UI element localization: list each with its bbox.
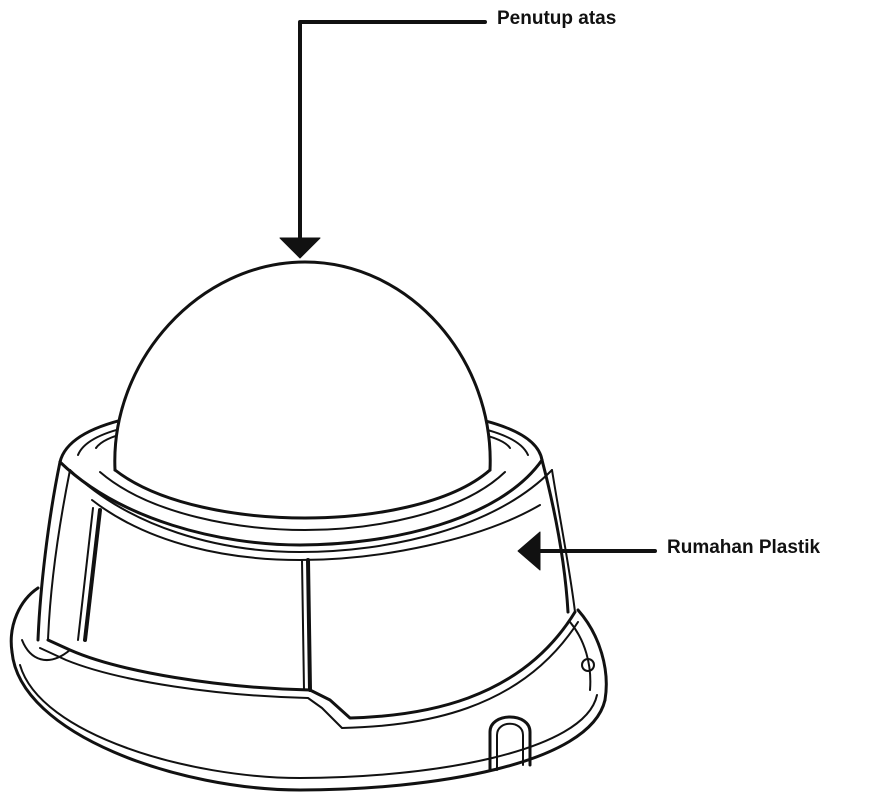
plastic-housing-label: Rumahan Plastik [667,537,821,558]
top-cover-leader-line [298,20,487,242]
screw-hole [581,658,595,672]
top-cover-arrowhead [279,237,321,259]
camera-base [9,586,608,792]
housing-callout [517,531,657,571]
cable-notch [488,715,532,772]
top-cover-dome [99,260,506,531]
top-cover-callout [279,20,487,259]
top-cover-label: Penutup atas [497,8,617,29]
housing-arrowhead [517,531,541,571]
